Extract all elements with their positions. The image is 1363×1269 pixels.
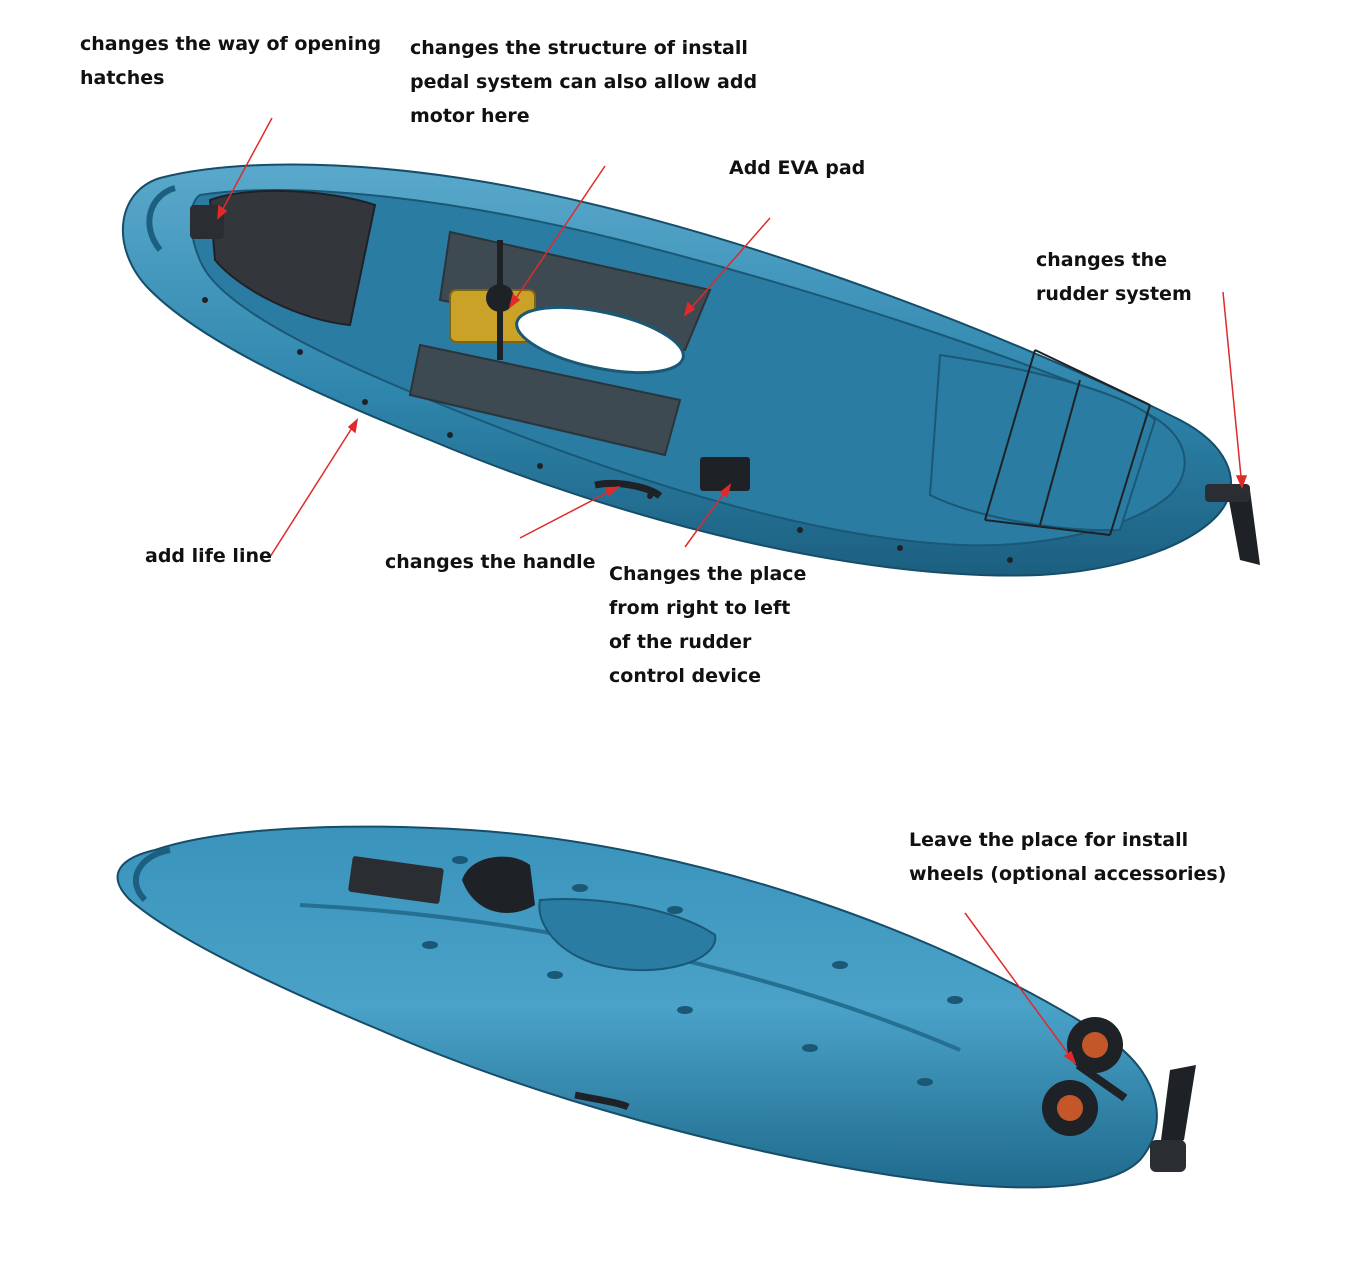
front-hatch <box>208 189 377 327</box>
annotation-rudder-system: changes the rudder system <box>1036 243 1192 311</box>
kayak-top-view <box>121 163 1260 577</box>
annotation-text: from right to left <box>609 597 791 619</box>
leader-lifeline <box>269 419 358 558</box>
eva-pad-rear <box>408 343 682 457</box>
hatch-latch <box>190 205 224 239</box>
leader-lines <box>217 117 1248 1065</box>
leader-eva <box>684 217 771 316</box>
bottom-side-handle <box>574 1091 630 1111</box>
annotation-text: Changes the place <box>609 563 807 585</box>
annotation-text: add life line <box>145 545 272 567</box>
leader-pedal <box>509 165 606 308</box>
annotation-rudder-control: Changes the place from right to left of … <box>609 557 806 693</box>
bottom-rudder-mount <box>1150 1140 1186 1172</box>
side-handle <box>594 479 663 499</box>
center-well <box>515 305 685 375</box>
annotation-life-line: add life line <box>145 539 272 573</box>
annotation-text: Add EVA pad <box>729 157 866 179</box>
leader-wheels <box>964 912 1076 1064</box>
rudder-blade <box>1228 490 1260 565</box>
rear-tank-well <box>928 353 1157 532</box>
annotation-text: control device <box>609 665 762 687</box>
annotation-text: wheels (optional accessories) <box>909 863 1227 885</box>
eva-pad-front <box>438 230 712 352</box>
annotation-eva-pad: Add EVA pad <box>729 151 865 185</box>
annotation-text: rudder system <box>1036 283 1192 305</box>
rudder-control-device <box>700 457 750 491</box>
annotation-text: motor here <box>410 105 530 127</box>
annotation-text: changes the way of opening <box>80 33 382 55</box>
leader-hatches <box>217 117 273 219</box>
leader-handle <box>519 486 619 539</box>
annotation-text: pedal system can also allow add <box>410 71 758 93</box>
center-cutout <box>538 898 717 972</box>
annotation-wheels: Leave the place for install wheels (opti… <box>909 823 1226 891</box>
annotation-text: changes the structure of install <box>410 37 748 59</box>
wheel-set <box>1042 1017 1128 1136</box>
fin-plate <box>348 856 444 904</box>
bow-handle-loop <box>146 185 177 252</box>
leader-control <box>684 484 731 548</box>
kayak-bottom-view <box>116 825 1196 1189</box>
annotation-pedal-system: changes the structure of install pedal s… <box>410 31 757 133</box>
annotation-text: changes the handle <box>385 551 596 573</box>
annotation-text: of the rudder <box>609 631 752 653</box>
bottom-rudder <box>1160 1065 1196 1148</box>
scupper-holes <box>422 856 963 1086</box>
life-line-points <box>202 297 1013 563</box>
rudder-mount <box>1205 484 1250 502</box>
annotation-text: changes the <box>1036 249 1168 271</box>
annotation-handle: changes the handle <box>385 545 596 579</box>
leader-rudder <box>1222 291 1243 488</box>
wheel-axle <box>1075 1061 1128 1102</box>
annotation-text: Leave the place for install <box>909 829 1189 851</box>
drive-unit <box>462 856 535 913</box>
annotation-hatches: changes the way of opening hatches <box>80 27 381 95</box>
bottom-bow-loop <box>132 847 171 903</box>
annotation-text: hatches <box>80 67 165 89</box>
bottom-hull <box>116 825 1158 1189</box>
bungee-cords <box>984 349 1151 536</box>
